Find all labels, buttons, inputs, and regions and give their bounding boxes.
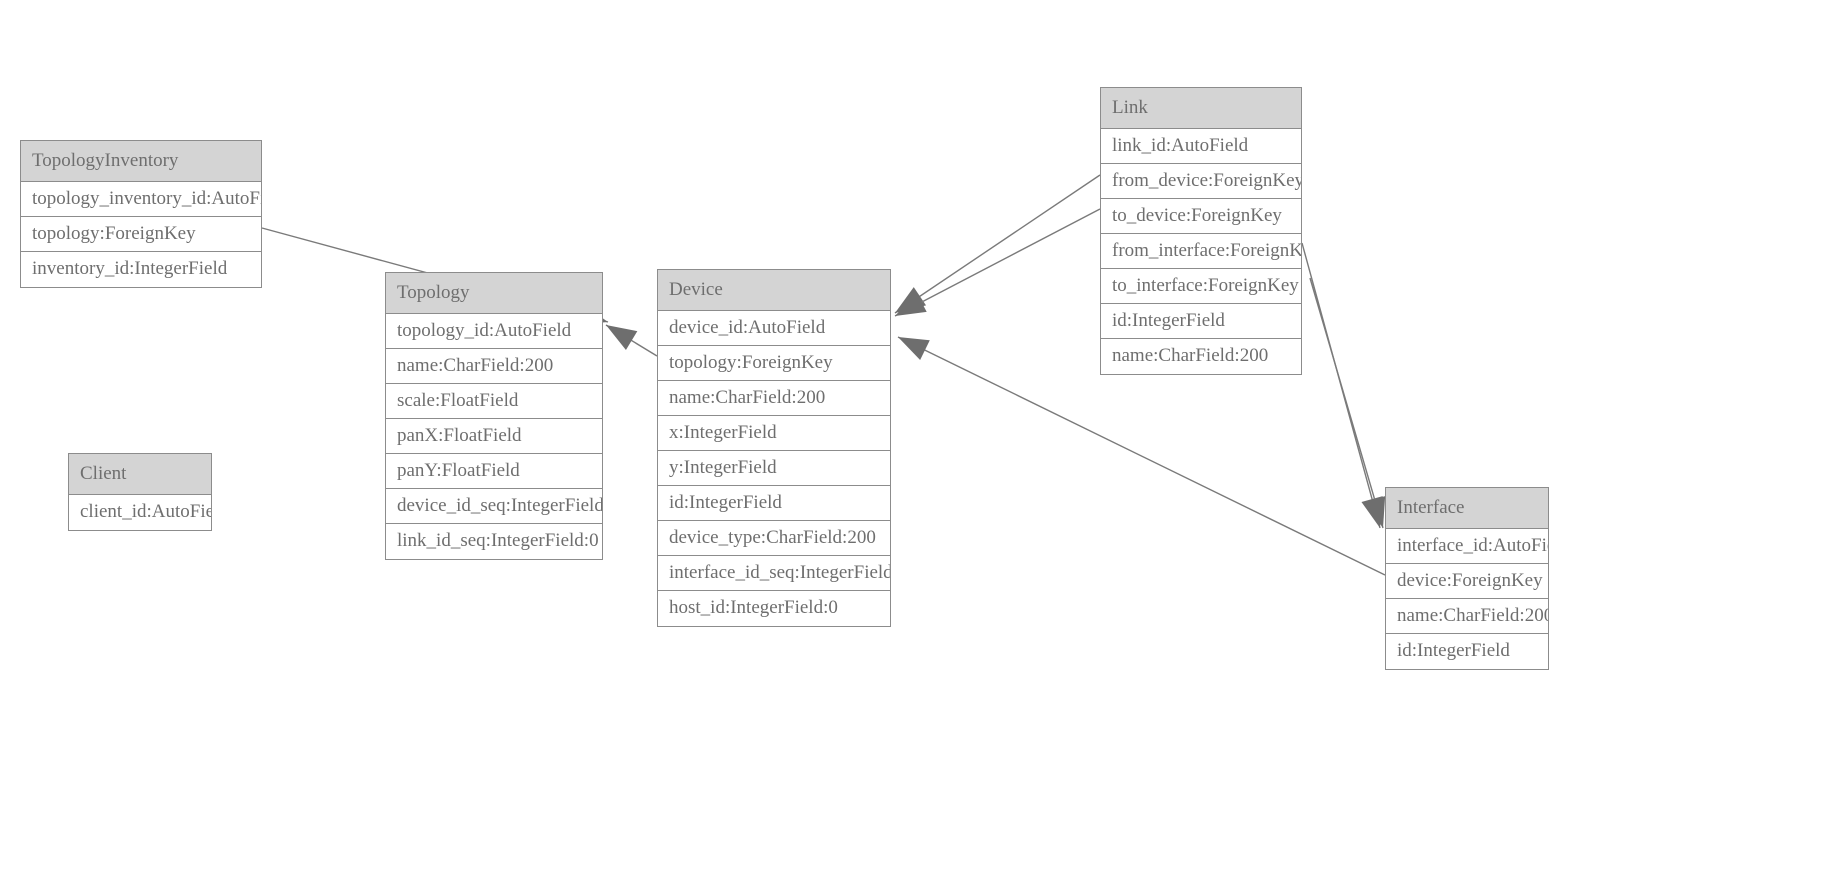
entity-title-topology: Topology [386,273,602,314]
relationship-arrowhead [1361,496,1383,528]
entity-field-row[interactable]: link_id:AutoField [1101,129,1301,164]
entity-field-row[interactable]: to_device:ForeignKey [1101,199,1301,234]
entity-field-row[interactable]: inventory_id:IntegerField [21,252,261,287]
entity-field-row[interactable]: topology:ForeignKey [21,217,261,252]
entity-box-interface[interactable]: Interfaceinterface_id:AutoFielddevice:Fo… [1385,487,1549,670]
entity-title-client: Client [69,454,211,495]
entity-field-row[interactable]: interface_id:AutoField [1386,529,1548,564]
entity-field-row[interactable]: y:IntegerField [658,451,890,486]
entity-title-topology_inventory: TopologyInventory [21,141,261,182]
entity-field-row[interactable]: device_id_seq:IntegerField:0 [386,489,602,524]
entity-title-link: Link [1101,88,1301,129]
entity-field-row[interactable]: to_interface:ForeignKey [1101,269,1301,304]
entity-field-row[interactable]: client_id:AutoField [69,495,211,530]
entity-field-row[interactable]: device:ForeignKey [1386,564,1548,599]
entity-field-row[interactable]: link_id_seq:IntegerField:0 [386,524,602,559]
entity-field-row[interactable]: id:IntegerField [1386,634,1548,669]
entity-title-device: Device [658,270,890,311]
relationship-line [1309,277,1384,529]
entity-field-row[interactable]: from_interface:ForeignKey [1101,234,1301,269]
relationship-arrowhead [1364,496,1386,528]
relationship-link-to-interface [1309,277,1386,529]
relationship-device-topology [605,324,658,357]
relationship-line [894,208,1101,317]
entity-title-interface: Interface [1386,488,1548,529]
relationship-link-from-device [894,174,1101,314]
relationship-arrowhead [606,325,638,350]
relationship-link-to-device [894,208,1101,317]
entity-field-row[interactable]: panY:FloatField [386,454,602,489]
entity-field-row[interactable]: topology_id:AutoField [386,314,602,349]
entity-field-row[interactable]: id:IntegerField [1101,304,1301,339]
relationship-line [1301,242,1381,529]
entity-field-row[interactable]: interface_id_seq:IntegerField:0 [658,556,890,591]
relationship-arrowhead [895,287,927,313]
relationship-line [605,324,658,357]
relationship-arrowhead [898,337,930,361]
entity-field-row[interactable]: from_device:ForeignKey [1101,164,1301,199]
entity-field-row[interactable]: topology:ForeignKey [658,346,890,381]
entity-field-row[interactable]: topology_inventory_id:AutoField [21,182,261,217]
entity-field-row[interactable]: id:IntegerField [658,486,890,521]
entity-field-row[interactable]: device_type:CharField:200 [658,521,890,556]
relationship-line [894,174,1101,314]
entity-field-row[interactable]: name:CharField:200 [658,381,890,416]
entity-field-row[interactable]: x:IntegerField [658,416,890,451]
entity-field-row[interactable]: device_id:AutoField [658,311,890,346]
entity-field-row[interactable]: name:CharField:200 [386,349,602,384]
entity-field-row[interactable]: scale:FloatField [386,384,602,419]
relationship-arrowhead [895,292,927,316]
entity-field-row[interactable]: name:CharField:200 [1101,339,1301,374]
relationship-link-from-interface [1301,242,1383,529]
entity-field-row[interactable]: panX:FloatField [386,419,602,454]
entity-field-row[interactable]: host_id:IntegerField:0 [658,591,890,626]
entity-field-row[interactable]: name:CharField:200 [1386,599,1548,634]
